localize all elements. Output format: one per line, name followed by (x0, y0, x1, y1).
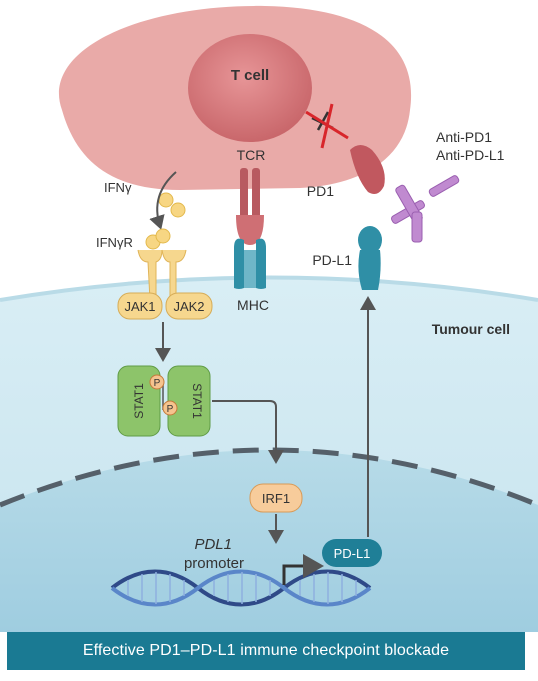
pdl1-membrane-label: PD-L1 (312, 252, 352, 268)
caption-text: Effective PD1–PD-L1 immune checkpoint bl… (82, 642, 450, 659)
pathway-diagram: T cell TCR MHC IFNγ IFNγR JAK1 JAK2 (0, 5, 538, 632)
ifng-binding-arrow (149, 171, 177, 230)
tumour-cell-label: Tumour cell (432, 321, 510, 337)
stat1-right-label: STAT1 (190, 383, 204, 419)
anti-pd1-label: Anti-PD1 (436, 129, 492, 145)
ifng-ligand-icon (158, 192, 186, 218)
tcr-receptor-icon (236, 168, 264, 245)
tumour-cell-membrane (0, 275, 538, 302)
ifngr-label: IFNγR (96, 235, 133, 250)
ifng-label: IFNγ (104, 180, 132, 195)
t-cell-nucleus (188, 34, 312, 142)
transcription-arrow (282, 554, 324, 585)
stat1-left-label: STAT1 (132, 383, 146, 419)
pdl1-protein-label: PD-L1 (334, 546, 371, 561)
mhc-label: MHC (237, 297, 269, 313)
stat1-dimer: STAT1 STAT1 P P (117, 365, 211, 437)
phospho-site-bottom (162, 400, 178, 416)
mhc-complex-icon (234, 238, 266, 289)
block-cross-icon (305, 103, 349, 149)
dna-helix-icon (110, 569, 372, 607)
stat1-left-node (117, 365, 161, 437)
pd1-receptor-icon (350, 145, 385, 194)
t-cell-label: T cell (231, 67, 269, 84)
anti-pdl1-label: Anti-PD-L1 (436, 147, 505, 163)
phospho-top-label: P (154, 378, 161, 389)
caption-bar: Effective PD1–PD-L1 immune checkpoint bl… (7, 632, 525, 670)
tcr-label: TCR (237, 147, 266, 163)
pd1-label: PD1 (307, 183, 334, 199)
pdl1-gene-label: PDL1 (194, 536, 232, 553)
pdl1-protein-node (322, 539, 382, 567)
jak2-label: JAK2 (173, 299, 204, 314)
phospho-site-top (149, 374, 165, 390)
antibody-icon (391, 175, 460, 243)
pdl1-receptor-icon (358, 226, 382, 290)
irf1-node (249, 483, 303, 513)
jak1-label: JAK1 (124, 299, 155, 314)
stat-to-irf1-arrow (212, 400, 284, 464)
phospho-bottom-label: P (167, 404, 174, 415)
irf1-label: IRF1 (262, 491, 290, 506)
jak1-node (117, 292, 163, 320)
jak2-node (165, 292, 213, 320)
promoter-label: promoter (184, 555, 244, 572)
